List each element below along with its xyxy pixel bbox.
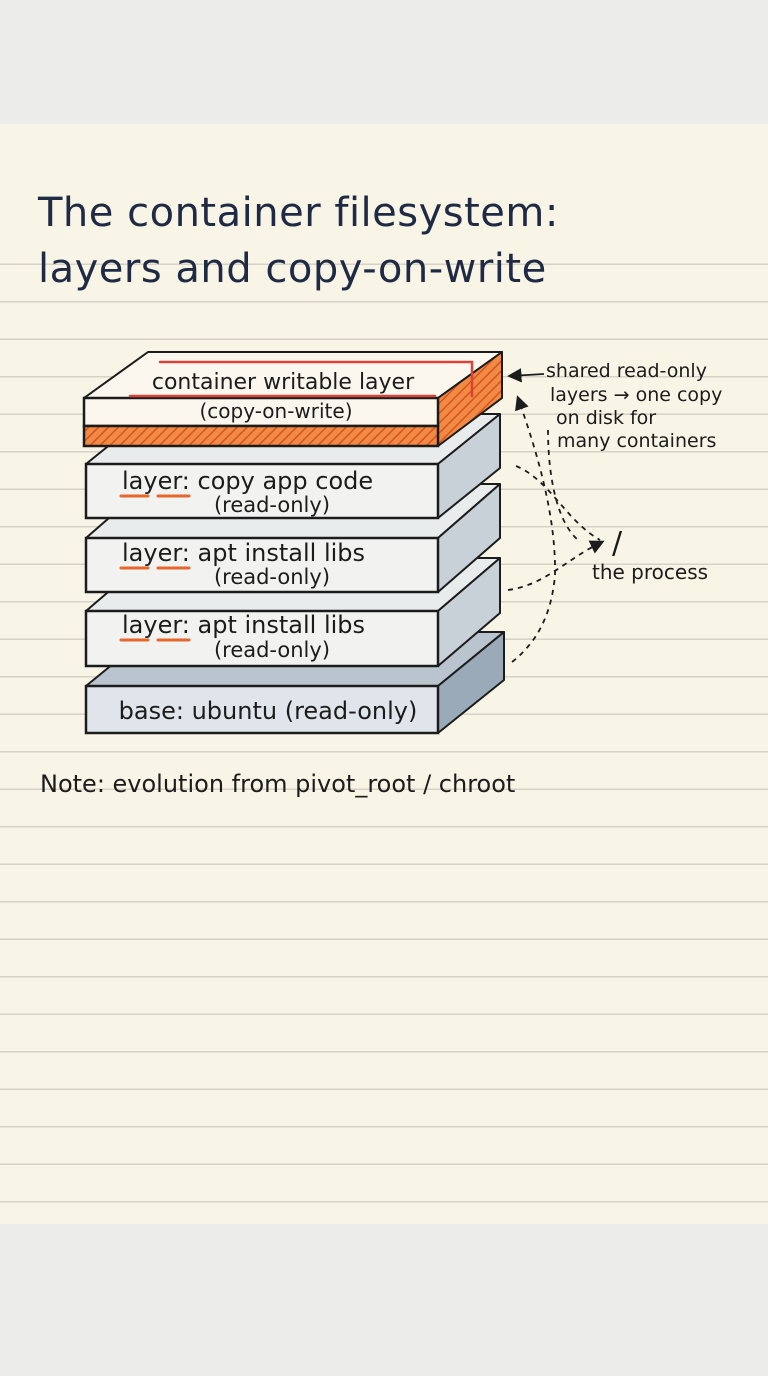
layer-app-sublabel: (read-only) (214, 493, 330, 517)
title-line-1: The container filesystem: (38, 190, 559, 236)
footnote: Note: evolution from pivot_root / chroot (40, 770, 516, 798)
writable-layer: container writable layer (copy-on-write) (82, 351, 503, 448)
writable-layer-label: container writable layer (152, 370, 415, 395)
root-slash-symbol: / (612, 526, 623, 561)
layer-app-label-line: layer: copy app code (122, 467, 373, 495)
base-layer: base: ubuntu (read-only) (84, 631, 505, 735)
layer-app-label: : copy app code (182, 467, 373, 495)
dashed-arrow-to-writable (512, 398, 579, 663)
shared-annotation-line-4: many containers (557, 430, 716, 452)
writable-layer-face (82, 396, 440, 428)
layer-copy-app-code: layer: copy app code (read-only) (84, 413, 501, 520)
base-layer-face (84, 684, 440, 735)
dashed-arrow-from-libs (507, 540, 605, 591)
layer-libs-1-label: : apt install libs (182, 539, 365, 567)
shared-annotation-line-2: layers → one copy (550, 384, 722, 406)
shared-annotation-line-1: shared read-only (546, 360, 707, 382)
base-layer-label: base: ubuntu (read-only) (119, 697, 418, 725)
layer-libs-1-face (84, 536, 440, 594)
layer-libs-2-sublabel: (read-only) (214, 638, 330, 662)
process-annotation: the process (592, 560, 708, 584)
annotation-arrows (507, 368, 605, 663)
writable-layer-hatched-band (82, 424, 440, 448)
title-line-2: layers and copy-on-write (38, 246, 547, 292)
layer-libs-1-sublabel: (read-only) (214, 565, 330, 589)
layer-libs-1-label-line: layer: apt install libs (122, 539, 365, 567)
layer-libs-1-prefix: layer (122, 539, 182, 567)
layer-libs-2-prefix: layer (122, 611, 182, 639)
paper-top-margin (0, 124, 768, 228)
shared-annotation-line-3: on disk for (556, 407, 656, 429)
layer-libs-2-label: : apt install libs (182, 611, 365, 639)
shared-annotation: shared read-only layers → one copy on di… (546, 360, 722, 452)
writable-layer-sublabel: (copy-on-write) (199, 399, 352, 423)
layer-app-face (84, 462, 440, 520)
dashed-arrow-from-app (515, 465, 601, 541)
layer-app-prefix: layer (122, 467, 182, 495)
layer-libs-2-label-line: layer: apt install libs (122, 611, 365, 639)
writable-layer-red-outline (128, 360, 474, 398)
shared-arrow (507, 368, 545, 383)
